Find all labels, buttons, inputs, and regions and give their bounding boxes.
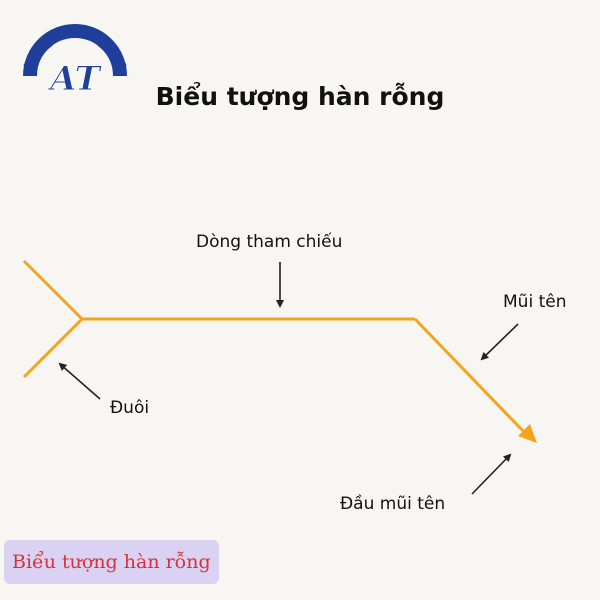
footer-label: Biểu tượng hàn rỗng bbox=[12, 551, 211, 573]
pointer-tail bbox=[58, 362, 101, 400]
arrow-line bbox=[413, 317, 527, 435]
gear-logo-icon bbox=[23, 24, 127, 77]
label-arrow: Mũi tên bbox=[503, 292, 567, 312]
label-tail: Đuôi bbox=[110, 398, 150, 418]
label-arrow-head: Đầu mũi tên bbox=[340, 494, 446, 514]
arrow-head bbox=[518, 424, 537, 443]
pointer-arrow-head bbox=[471, 453, 512, 495]
logo-text: AT bbox=[47, 59, 103, 98]
label-reference-line: Dòng tham chiếu bbox=[196, 232, 343, 252]
tail-lines bbox=[22, 259, 85, 379]
footer-badge: Biểu tượng hàn rỗng bbox=[4, 540, 219, 584]
pointer-arrow bbox=[480, 323, 519, 361]
at-logo: AT bbox=[23, 24, 127, 98]
page-title: Biểu tượng hàn rỗng bbox=[155, 82, 445, 111]
